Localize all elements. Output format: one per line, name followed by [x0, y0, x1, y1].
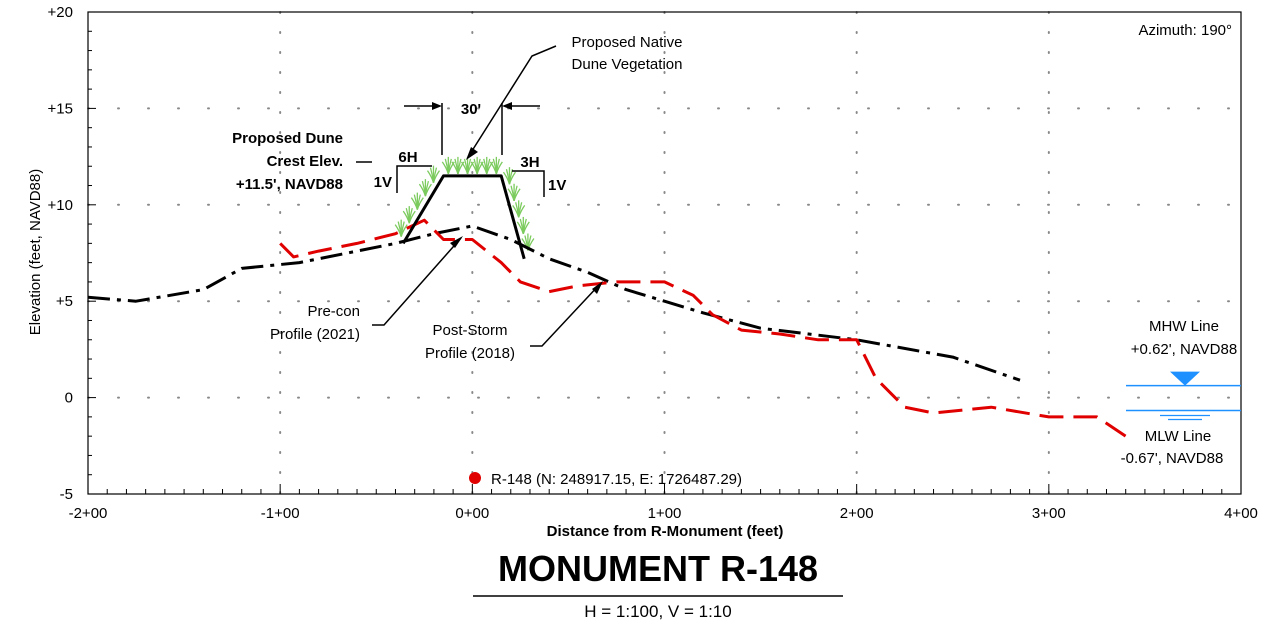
vegetation-leader: [469, 45, 557, 155]
grass-tuft: [441, 156, 455, 175]
x-tick-label: 1+00: [648, 505, 682, 522]
y-axis-label: Elevation (feet, NAVD88): [27, 169, 44, 335]
x-tick-label: 0+00: [455, 505, 489, 522]
grass-blade: [486, 161, 494, 175]
axis-tick-labels: -2+00 -1+00 0+00 1+00 2+00 3+00 4+00 -5 0 +5 +10 +1…: [48, 4, 1258, 522]
grass-blade: [432, 170, 441, 183]
crest-label-line1: Proposed Dune: [232, 130, 343, 147]
grass-tuft: [451, 156, 465, 175]
grass-blade: [400, 224, 408, 237]
mlw-value: -0.67', NAVD88: [1121, 450, 1224, 467]
y-tick-label: +15: [48, 100, 73, 117]
grass-blade: [518, 204, 526, 218]
crest-width-left-arrowhead: [432, 102, 442, 110]
vegetation-leader-arrowhead: [466, 147, 478, 160]
left-slope-bracket: [396, 165, 432, 193]
crest-width-label: 30': [461, 101, 481, 118]
azimuth-label: Azimuth: 190°: [1138, 22, 1232, 39]
poststorm-profile-line: [279, 218, 1127, 438]
grass-tuft: [489, 156, 503, 175]
grass-blade: [408, 210, 416, 224]
y-tick-label: 0: [65, 390, 73, 407]
grass-blade: [508, 171, 516, 185]
poststorm-leader-arrowhead: [592, 281, 603, 294]
right-slope-bracket: [512, 170, 545, 197]
grass-tuft: [502, 167, 516, 185]
water-levels: [1126, 371, 1241, 421]
grass-blade: [476, 161, 484, 175]
precon-profile-line: [88, 224, 1021, 382]
grass-tuft: [470, 156, 484, 175]
y-tick-label: +20: [48, 4, 73, 21]
grass-tuft: [418, 179, 432, 197]
grass-blade: [447, 161, 455, 175]
y-tick-label: +10: [48, 197, 73, 214]
poststorm-label-line2: Profile (2018): [425, 345, 515, 362]
grass-tuft: [426, 165, 441, 183]
precon-leader-arrowhead: [450, 236, 463, 248]
poststorm-leader: [530, 283, 601, 347]
dimension-arrowheads: [432, 102, 603, 294]
x-tick-label: 4+00: [1224, 505, 1258, 522]
x-tick-label: -1+00: [261, 505, 300, 522]
left-slope-h-label: 6H: [398, 149, 417, 166]
crest-label-line3: +11.5', NAVD88: [236, 176, 343, 193]
chart-title: MONUMENT R-148: [498, 548, 818, 589]
vegetation-label-line2: Dune Vegetation: [572, 56, 683, 73]
grass-tuft: [402, 206, 416, 224]
grass-blade: [522, 221, 530, 235]
right-slope-v-label: 1V: [548, 177, 566, 194]
right-slope-h-label: 3H: [520, 154, 539, 171]
crest-label-line2: Crest Elev.: [267, 153, 343, 170]
poststorm-label-line1: Post-Storm: [432, 322, 507, 339]
grass-tuft: [410, 192, 424, 210]
x-axis-label: Distance from R-Monument (feet): [547, 523, 784, 540]
grass-tuft: [516, 216, 530, 235]
mlw-label: MLW Line: [1145, 428, 1211, 445]
x-tick-label: 3+00: [1032, 505, 1066, 522]
grass-blade: [495, 161, 503, 175]
monument-label: R-148 (N: 248917.15, E: 1726487.29): [491, 471, 742, 488]
chart-subtitle: H = 1:100, V = 1:10: [584, 602, 731, 621]
precon-label-line2: Profile (2021): [270, 326, 360, 343]
precon-label-line1: Pre-con: [307, 303, 360, 320]
grass-blade: [513, 188, 521, 201]
mhw-value: +0.62', NAVD88: [1131, 341, 1237, 358]
grass-blade: [416, 197, 424, 210]
proposed-dune-line: [401, 174, 526, 260]
grass-blade: [466, 161, 475, 175]
precon-leader: [372, 237, 462, 326]
axis-ticks: [87, 11, 1242, 495]
left-slope-v-label: 1V: [374, 174, 392, 191]
mhw-label: MHW Line: [1149, 318, 1219, 335]
monument-marker: [469, 472, 481, 484]
grass-tuft: [480, 156, 494, 175]
grass-blade: [457, 161, 465, 175]
crest-width-right-arrowhead: [502, 102, 512, 110]
dune-dimensions: [356, 45, 601, 347]
grass-tuft: [394, 219, 408, 237]
mhw-symbol: [1170, 371, 1200, 386]
profile-series: [88, 174, 1127, 438]
vegetation-label-line1: Proposed Native: [572, 34, 683, 51]
x-tick-label: 2+00: [840, 505, 874, 522]
grid: [87, 11, 1242, 495]
grass-tuft: [507, 183, 521, 201]
y-tick-label: +5: [56, 293, 73, 310]
grass-blade: [424, 183, 432, 197]
grass-tuft: [512, 200, 526, 218]
x-tick-label: -2+00: [69, 505, 108, 522]
y-tick-label: -5: [60, 486, 73, 503]
